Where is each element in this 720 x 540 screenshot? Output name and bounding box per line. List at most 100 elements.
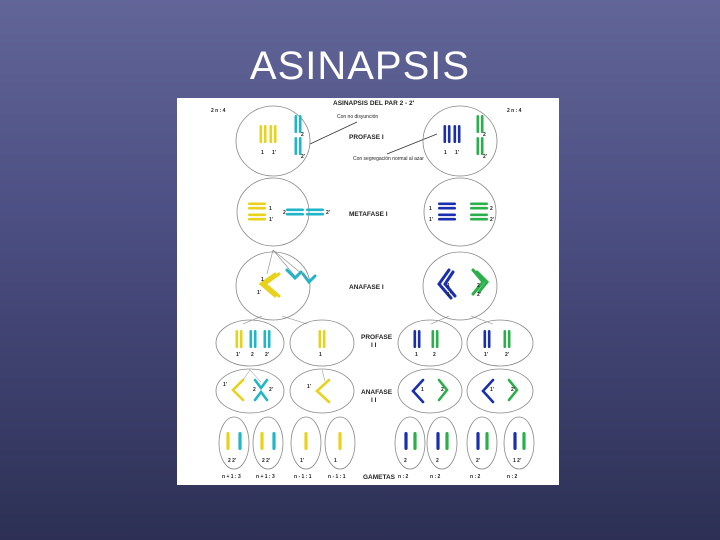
chromosome-yellow (259, 125, 277, 143)
gamete-count: n + 1 : 3 (256, 474, 275, 480)
chromosome-cyan (272, 432, 276, 450)
chromosome-green (471, 268, 490, 296)
stage-gametas: GAMETAS (363, 474, 396, 481)
gamete-cell (324, 416, 356, 470)
gamete-label: 2' (476, 458, 480, 464)
gamete-count: n : 2 (398, 474, 408, 480)
stage-profase1: PROFASE I (349, 134, 384, 141)
label-2p: 2' (477, 292, 481, 298)
label-1p: 1' (223, 382, 227, 388)
label-2: 2 (433, 352, 436, 358)
gamete-label: 2 (404, 458, 407, 464)
chromosome-cyan (249, 330, 271, 348)
cell-outline (215, 319, 285, 367)
label-2: 2 (490, 206, 493, 212)
chromosome-yellow (260, 432, 264, 450)
chromosome-green (522, 432, 526, 450)
spindle-line (272, 249, 308, 279)
gamete-count: n - 1 : 1 (294, 474, 312, 480)
label-1: 1 (319, 352, 322, 358)
chromosome-blue (437, 268, 457, 300)
note-nondisjunction: Con no disyunción (337, 114, 378, 120)
gamete-label: 2 2' (262, 458, 270, 464)
gamete-cell (394, 416, 426, 470)
chromosome-yellow (235, 330, 243, 348)
cell-outline (397, 319, 463, 367)
label-1: 1 (269, 206, 272, 212)
stage-metafase1: METAFASE I (349, 211, 388, 218)
chromosome-green (470, 202, 488, 221)
cell-outline (422, 105, 498, 177)
chromosome-green (507, 378, 519, 402)
figure-header: ASINAPSIS DEL PAR 2 - 2' (333, 100, 415, 107)
label-1: 1 (261, 150, 264, 156)
chromosome-blue (443, 125, 461, 143)
spindle-line (249, 369, 262, 383)
cell-outline (289, 319, 355, 367)
label-2p: 2' (490, 217, 494, 223)
chromosome-green (503, 330, 511, 348)
cell-outline (236, 177, 310, 247)
chromosome-yellow (231, 378, 245, 402)
chromosome-yellow (315, 378, 331, 404)
cell-outline (423, 177, 497, 247)
chromosome-blue (436, 432, 440, 450)
gamete-count: n : 2 (470, 474, 480, 480)
cell-outline (397, 368, 463, 414)
chromosome-blue (404, 432, 408, 450)
stage-profase2-roman: I I (371, 342, 377, 349)
gamete-cell (466, 416, 498, 470)
gamete-label: 2 2' (228, 458, 236, 464)
label-2p: 2' (265, 352, 269, 358)
division-line (430, 315, 450, 325)
spindle-line (266, 249, 274, 275)
spindle-line (321, 369, 326, 382)
ploidy-right: 2 n : 4 (507, 108, 522, 114)
chromosome-yellow (318, 330, 326, 348)
label-2: 2 (253, 387, 256, 393)
ploidy-left: 2 n : 4 (211, 108, 226, 114)
label-2: 2 (483, 132, 486, 138)
label-2p: 2' (269, 387, 273, 393)
slide-title: ASINAPSIS (249, 44, 471, 88)
label-1p: 1' (484, 352, 488, 358)
gamete-label: 1 2' (513, 458, 521, 464)
cell-outline (215, 368, 285, 414)
label-2: 2 (301, 132, 304, 138)
chromosome-green (485, 432, 489, 450)
label-1p: 1' (272, 150, 276, 156)
cell-outline (466, 319, 534, 367)
cell-outline (422, 251, 498, 321)
label-1: 1 (421, 387, 424, 393)
chromosome-yellow (248, 202, 266, 221)
chromosome-yellow (304, 432, 308, 450)
stage-anafase2: ANAFASE (361, 389, 393, 396)
label-1p: 1' (269, 217, 273, 223)
gamete-cell (290, 416, 322, 470)
chromosome-blue (483, 330, 491, 348)
chromosome-green (445, 432, 449, 450)
gamete-cell (252, 416, 284, 470)
chromosome-cyan (253, 378, 269, 402)
spindle-line (242, 369, 251, 381)
label-2: 2 (251, 352, 254, 358)
label-1: 1 (261, 277, 264, 283)
chromosome-cyan (238, 432, 242, 450)
cell-outline (466, 368, 534, 414)
label-2p: 2' (483, 154, 487, 160)
gamete-cell (503, 416, 535, 470)
gamete-label: 1 (334, 458, 337, 464)
label-1: 1 (444, 150, 447, 156)
chromosome-blue (413, 330, 421, 348)
meiosis-diagram: 2 n : 4 ASINAPSIS DEL PAR 2 - 2' 2 n : 4… (211, 100, 535, 481)
note-random: Con segregación normal al azar (353, 156, 424, 162)
gamete-count: n - 1 : 1 (328, 474, 346, 480)
gamete-cell (426, 416, 458, 470)
chromosome-cyan (286, 208, 324, 216)
cell-outline (289, 368, 355, 414)
gamete-label: 2 (436, 458, 439, 464)
label-2p: 2' (326, 210, 330, 216)
gamete-count: n + 1 : 3 (222, 474, 241, 480)
chromosome-green (413, 432, 417, 450)
label-1: 1 (429, 206, 432, 212)
